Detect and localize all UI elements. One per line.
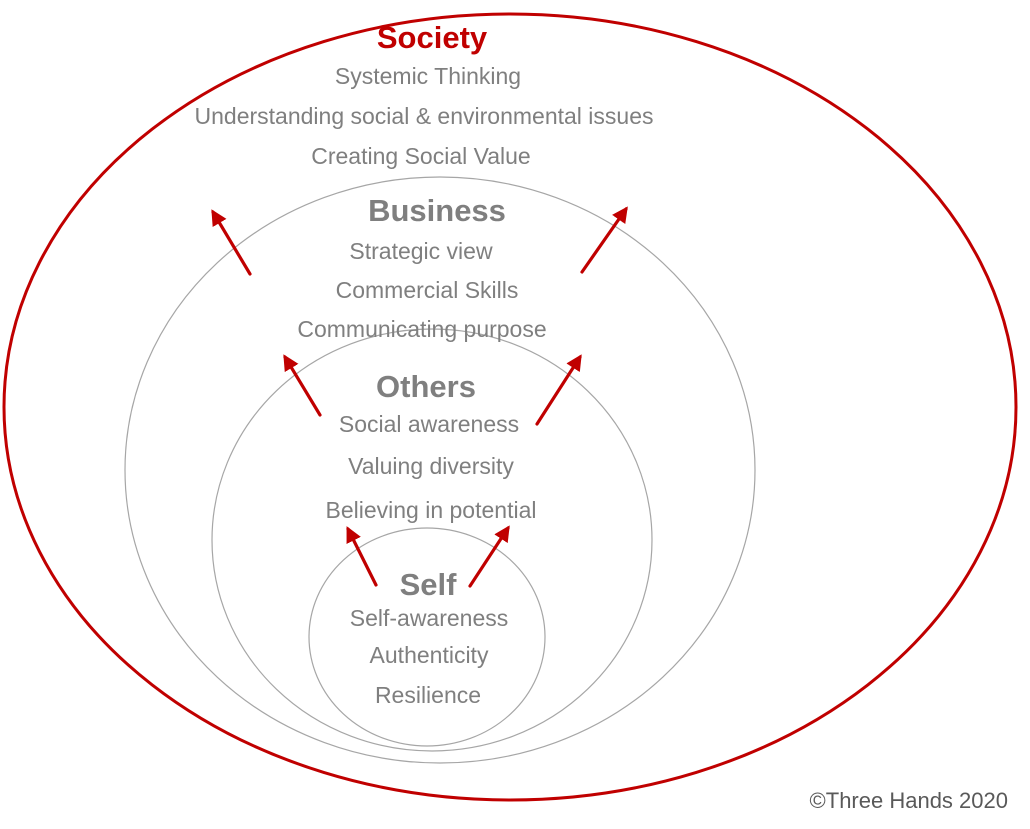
others-item: Social awareness (339, 411, 519, 437)
others-title: Others (376, 369, 476, 404)
self-circle (308, 527, 546, 747)
self-item: Resilience (375, 682, 481, 708)
business-circle (124, 176, 756, 764)
arrow-self-to-others-left (346, 526, 378, 587)
copyright-notice: ©Three Hands 2020 (810, 788, 1008, 813)
others-circle (211, 328, 653, 752)
society-item: Understanding social & environmental iss… (195, 103, 654, 129)
arrow-others-to-business-right (535, 354, 582, 426)
self-item: Self-awareness (350, 605, 509, 631)
business-item: Strategic view (349, 238, 493, 264)
society-title: Society (377, 20, 488, 55)
business-item: Communicating purpose (297, 316, 546, 342)
others-item: Believing in potential (326, 497, 537, 523)
others-item: Valuing diversity (348, 453, 514, 479)
business-item: Commercial Skills (336, 277, 519, 303)
society-item: Systemic Thinking (335, 63, 521, 89)
arrow-self-to-others-right (468, 525, 510, 588)
arrow-others-to-business-left (283, 354, 322, 417)
self-item: Authenticity (370, 642, 489, 668)
society-item: Creating Social Value (311, 143, 530, 169)
arrow-business-to-society-right (580, 206, 628, 274)
arrow-business-to-society-left (211, 209, 252, 276)
business-title: Business (368, 193, 506, 228)
self-title: Self (400, 567, 458, 602)
society-circle (2, 12, 1018, 802)
